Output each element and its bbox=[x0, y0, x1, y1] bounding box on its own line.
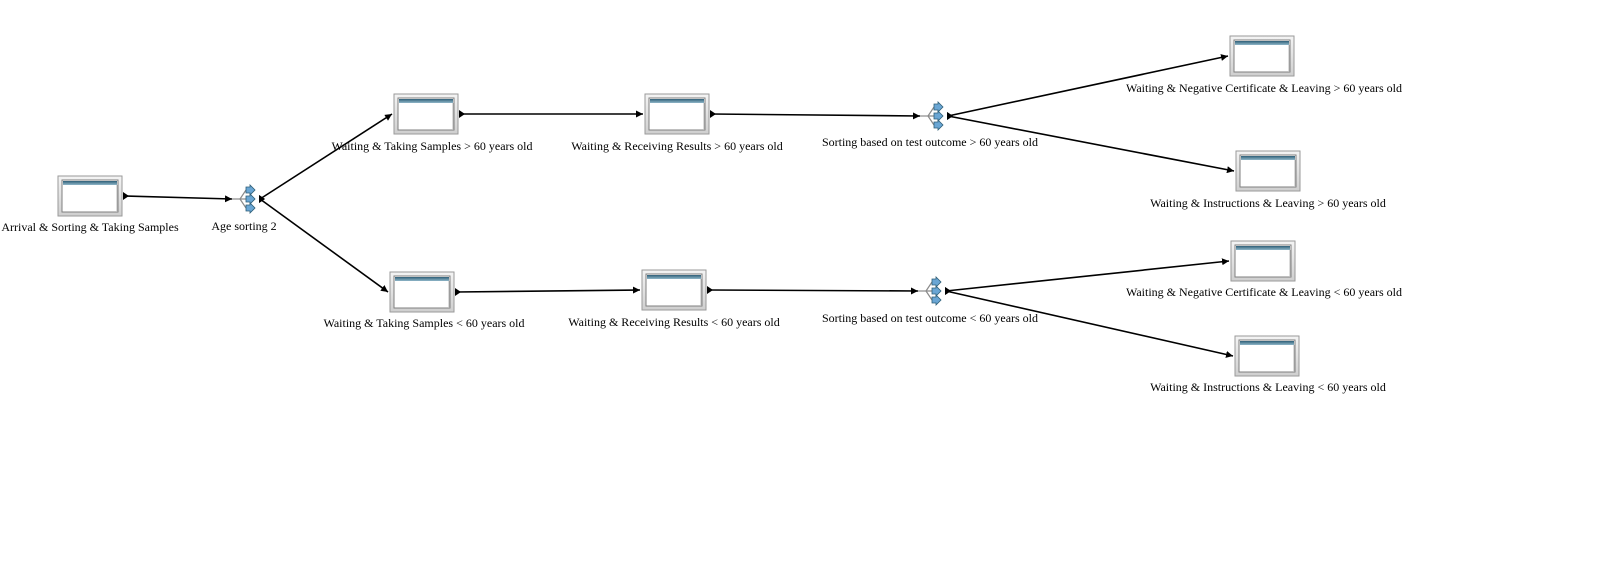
process-block-instr-lt[interactable] bbox=[1234, 335, 1300, 377]
label-sort-lt: Sorting based on test outcome < 60 years… bbox=[822, 311, 1038, 325]
label-neg-lt: Waiting & Negative Certificate & Leaving… bbox=[1126, 285, 1402, 299]
label-neg-gt: Waiting & Negative Certificate & Leaving… bbox=[1126, 81, 1402, 95]
process-block-take-lt[interactable] bbox=[389, 271, 455, 313]
label-instr-gt: Waiting & Instructions & Leaving > 60 ye… bbox=[1150, 196, 1386, 210]
process-block-neg-lt[interactable] bbox=[1230, 240, 1296, 282]
connector-result-lt-to-sort-lt bbox=[707, 287, 919, 295]
label-sort-gt: Sorting based on test outcome > 60 years… bbox=[822, 135, 1038, 149]
decide-icon-sort-lt[interactable] bbox=[918, 276, 942, 306]
process-block-instr-gt[interactable] bbox=[1235, 150, 1301, 192]
edges-layer bbox=[123, 54, 1235, 358]
label-take-lt: Waiting & Taking Samples < 60 years old bbox=[323, 316, 524, 330]
process-block-result-lt[interactable] bbox=[641, 269, 707, 311]
exit-point-result-lt bbox=[707, 286, 713, 294]
exit-point-sort-gt bbox=[947, 112, 953, 120]
label-arrival: Arrival & Sorting & Taking Samples bbox=[1, 220, 179, 234]
connector-age-sort-to-take-lt bbox=[259, 198, 389, 293]
connector-sort-gt-to-instr-gt bbox=[947, 115, 1235, 174]
exit-point-age-sort bbox=[259, 195, 265, 203]
exit-point-sort-lt bbox=[945, 287, 951, 295]
exit-point-take-lt bbox=[455, 288, 461, 296]
label-result-lt: Waiting & Receiving Results < 60 years o… bbox=[568, 315, 779, 329]
decide-icon-sort-gt[interactable] bbox=[920, 101, 944, 131]
label-result-gt: Waiting & Receiving Results > 60 years o… bbox=[571, 139, 782, 153]
connector-take-lt-to-result-lt bbox=[455, 286, 641, 294]
process-block-result-gt[interactable] bbox=[644, 93, 710, 135]
connector-sort-gt-to-neg-gt bbox=[947, 54, 1229, 117]
label-instr-lt: Waiting & Instructions & Leaving < 60 ye… bbox=[1150, 380, 1386, 394]
connector-sort-lt-to-instr-lt bbox=[945, 290, 1234, 358]
decide-icon-age-sort[interactable] bbox=[232, 184, 256, 214]
process-block-arrival[interactable] bbox=[57, 175, 123, 217]
connector-age-sort-to-take-gt bbox=[259, 113, 393, 200]
connector-arrival-to-age-sort bbox=[123, 195, 233, 203]
label-take-gt: Waiting & Taking Samples > 60 years old bbox=[331, 139, 532, 153]
exit-point-take-gt bbox=[459, 110, 465, 118]
process-block-take-gt[interactable] bbox=[393, 93, 459, 135]
exit-point-arrival bbox=[123, 192, 129, 200]
labels-layer: Arrival & Sorting & Taking Samples Age so… bbox=[1, 81, 1402, 394]
nodes-layer bbox=[57, 35, 1301, 377]
connector-result-gt-to-sort-gt bbox=[710, 112, 921, 120]
exit-point-result-gt bbox=[710, 110, 716, 118]
connector-sort-lt-to-neg-lt bbox=[945, 258, 1230, 292]
label-age-sort: Age sorting 2 bbox=[211, 219, 276, 233]
process-block-neg-gt[interactable] bbox=[1229, 35, 1295, 77]
